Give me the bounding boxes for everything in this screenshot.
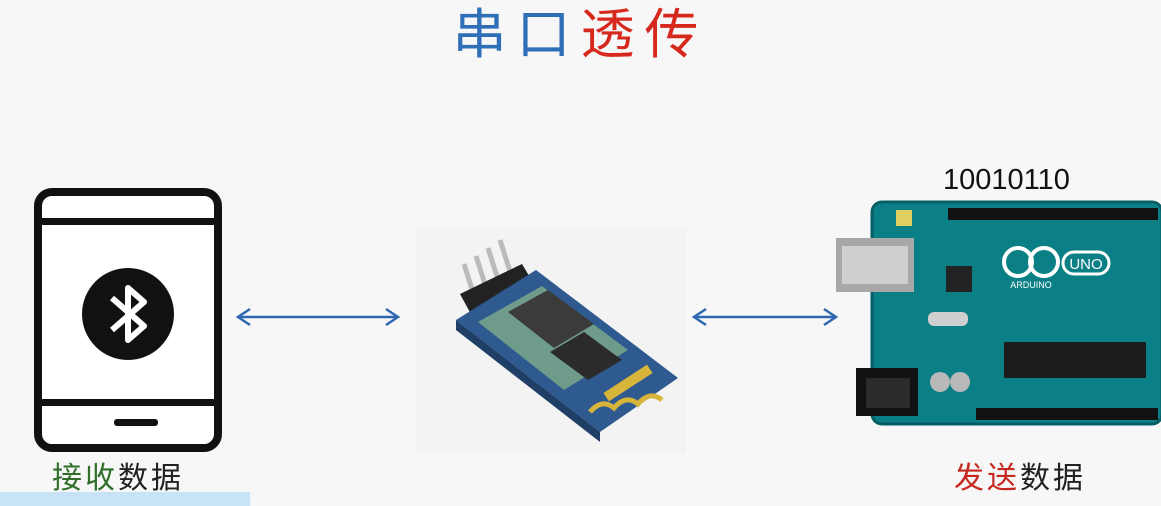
bluetooth-icon (82, 268, 174, 360)
title-part-red: 透传 (580, 3, 709, 66)
arduino-brand-text: ARDUINO (1010, 280, 1052, 290)
receive-data-label: 接收数据 (52, 462, 184, 496)
receive-label-part2: 数据 (118, 461, 184, 496)
arduino-uno-text: UNO (1069, 256, 1102, 273)
binary-data-text: 10010110 (943, 164, 1070, 196)
phone-home-bar (114, 419, 158, 426)
arduino-board: UNO ARDUINO (836, 200, 1161, 426)
phone-icon (34, 188, 222, 452)
send-label-part2: 数据 (1020, 461, 1086, 496)
hc05-module (416, 228, 686, 454)
bidirectional-arrow-right (691, 307, 839, 327)
send-label-part1: 发送 (954, 461, 1020, 496)
phone-screen-top-line (42, 218, 214, 225)
arduino-logo (1002, 246, 1111, 278)
bottom-highlight-bar (0, 492, 250, 506)
receive-label-part1: 接收 (52, 461, 118, 496)
bidirectional-arrow-left (235, 307, 401, 327)
page-title: 串口透传 (0, 0, 1161, 80)
title-part-blue: 串口 (452, 3, 581, 66)
phone-screen-bottom-line (42, 399, 214, 406)
send-data-label: 发送数据 (954, 462, 1086, 496)
